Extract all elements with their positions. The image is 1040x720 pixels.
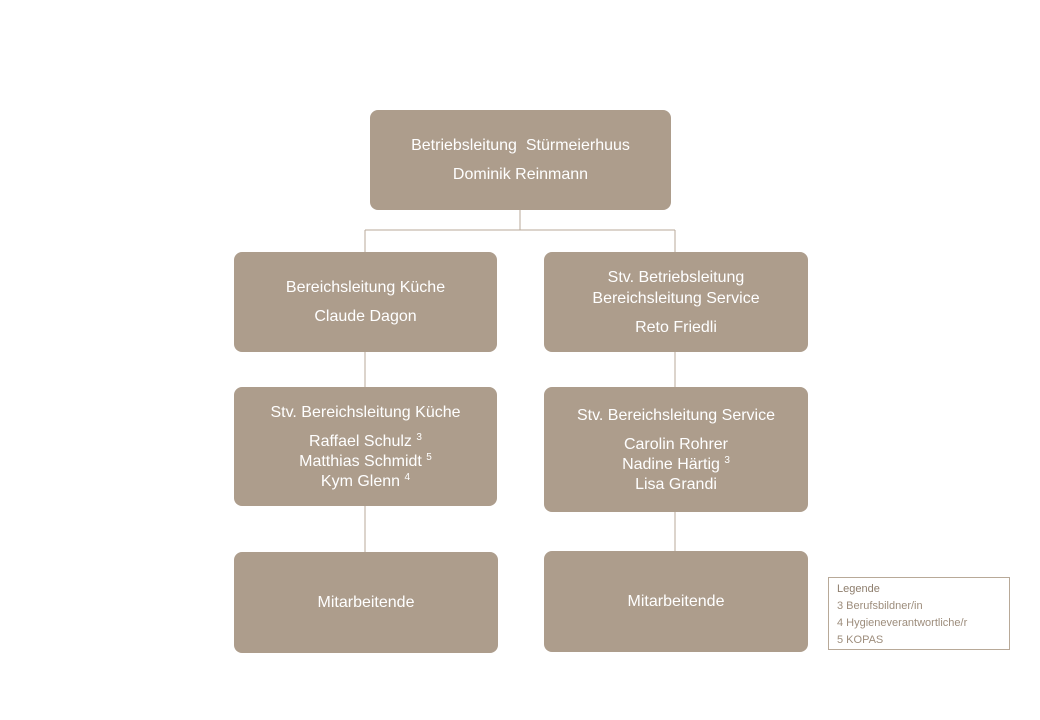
legend-item: 3 Berufsbildner/in [837,600,923,612]
person-list: Carolin Rohrer Nadine Härtig 3 Lisa Gran… [622,435,730,495]
person-row: Matthias Schmidt 5 [299,452,432,472]
person-note: 4 [404,471,411,483]
person-name: Carolin Rohrer [623,435,729,453]
legend-item: 5 KOPAS [837,634,884,646]
box-betriebsleitung: Betriebsleitung Stürmeierhuus Dominik Re… [370,110,671,210]
person-row: Carolin Rohrer [622,435,730,455]
box-person: Reto Friedli [635,318,717,336]
person-list: Raffael Schulz 3 Matthias Schmidt 5 Kym … [299,432,432,492]
person-row: Lisa Grandi [622,475,730,495]
box-mitarbeitende-service: Mitarbeitende [544,551,808,652]
box-title: Bereichsleitung Küche [285,279,446,296]
box-title-line2: Bereichsleitung Service [592,289,760,307]
person-row: Raffael Schulz 3 [299,432,432,452]
person-name: Kym Glenn [320,472,401,490]
box-title: Stv. Bereichsleitung Küche [270,403,461,421]
person-note: 3 [416,431,422,443]
person-name: Nadine Härtig [622,455,720,473]
box-title: Mitarbeitende [627,593,725,610]
box-person: Dominik Reinmann [452,166,589,183]
person-name: Lisa Grandi [635,475,717,493]
legend-title: Legende [837,583,880,595]
box-stv-betriebsleitung: Stv. Betriebsleitung Bereichsleitung Ser… [544,252,808,352]
box-stv-bereichsleitung-kueche: Stv. Bereichsleitung Küche Raffael Schul… [234,387,497,506]
box-title: Betriebsleitung Stürmeierhuus [411,137,630,154]
legend-item: 4 Hygieneverantwortliche/r [837,617,968,629]
person-name: Raffael Schulz [309,432,412,450]
box-mitarbeitende-kueche: Mitarbeitende [234,552,498,653]
person-row: Nadine Härtig 3 [622,455,730,475]
box-title: Mitarbeitende [317,594,415,611]
person-note: 5 [426,451,432,463]
person-note: 3 [724,454,730,466]
box-person: Claude Dagon [314,308,417,325]
person-name: Matthias Schmidt [299,452,422,470]
box-title-line1: Stv. Betriebsleitung [607,268,745,286]
legend-box: Legende 3 Berufsbildner/in 4 Hygienevera… [828,577,1010,650]
box-bereichsleitung-kueche: Bereichsleitung Küche Claude Dagon [234,252,497,352]
person-row: Kym Glenn 4 [299,472,432,492]
box-title: Stv. Bereichsleitung Service [576,406,775,424]
box-stv-bereichsleitung-service: Stv. Bereichsleitung Service Carolin Roh… [544,387,808,512]
